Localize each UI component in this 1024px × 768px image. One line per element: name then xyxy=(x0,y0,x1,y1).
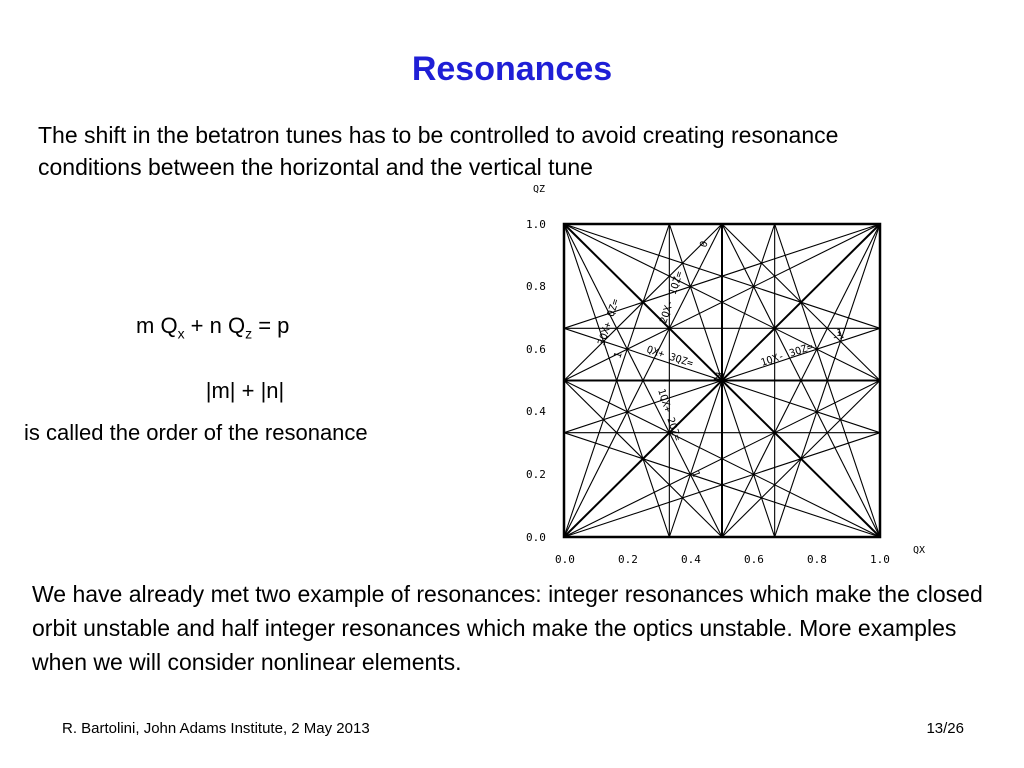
resonance-line xyxy=(774,223,881,538)
order-expression: |m| + |n| xyxy=(205,378,285,403)
x-tick-label: 1.0 xyxy=(870,553,890,566)
x-tick-label: 0.0 xyxy=(555,553,575,566)
y-tick-label: 0.2 xyxy=(526,468,546,481)
y-tick-label: 0.0 xyxy=(526,531,546,544)
tune-diagram: QZ QX 1.0 0.8 0.6 0.4 0.2 0.0 0.0 0.2 0.… xyxy=(526,184,925,566)
formula-rhs: = p xyxy=(252,313,290,338)
y-axis-label: QZ xyxy=(533,184,545,195)
x-tick-label: 0.2 xyxy=(618,553,638,566)
order-description: is called the order of the resonance xyxy=(24,420,368,445)
formula-sub-x: x xyxy=(177,325,185,342)
annotation-zero: 0 xyxy=(698,240,710,249)
y-tick-label: 0.4 xyxy=(526,405,546,418)
outro-text: We have already met two example of reson… xyxy=(32,581,983,675)
annotation-1qx-3qz: 1QX- 3QZ= xyxy=(760,342,815,369)
x-tick-label: 0.6 xyxy=(744,553,764,566)
y-tick-label: 0.6 xyxy=(526,343,546,356)
x-tick-label: 0.8 xyxy=(807,553,827,566)
resonance-line xyxy=(721,223,881,538)
formula-sub-z: z xyxy=(245,325,253,342)
resonance-line xyxy=(668,223,776,538)
annotation-two-b: 2 xyxy=(719,372,725,383)
resonance-line xyxy=(563,223,723,538)
footer-author: R. Bartolini, John Adams Institute, 2 Ma… xyxy=(62,720,370,737)
resonance-line xyxy=(563,223,670,538)
intro-text: The shift in the betatron tunes has to b… xyxy=(38,122,839,180)
slide-title: Resonances xyxy=(411,50,613,88)
annotation-two: 2 xyxy=(712,371,721,383)
formula-m: m Q xyxy=(136,313,178,338)
annotation-one-c: 1 xyxy=(836,328,842,339)
annotation-3qx-qz: 3QX+ QZ= xyxy=(596,298,621,347)
y-tick-label: 0.8 xyxy=(526,280,546,293)
x-tick-label: 0.4 xyxy=(681,553,701,566)
resonance-formula: m Qx + n Qz = p xyxy=(136,313,289,341)
x-axis-label: QX xyxy=(913,545,925,556)
annotation-minus-one: -1 xyxy=(831,330,846,344)
y-tick-label: 1.0 xyxy=(526,218,546,231)
annotation-one-b: 1 xyxy=(612,351,624,360)
page-number: 13/26 xyxy=(926,720,964,737)
formula-plus: + n Q xyxy=(184,313,246,338)
annotation-one-a: 1 xyxy=(689,470,701,479)
plot-frame xyxy=(562,222,882,539)
annotation-2qx-1qz: 2QX- 1QZ= xyxy=(658,270,685,325)
